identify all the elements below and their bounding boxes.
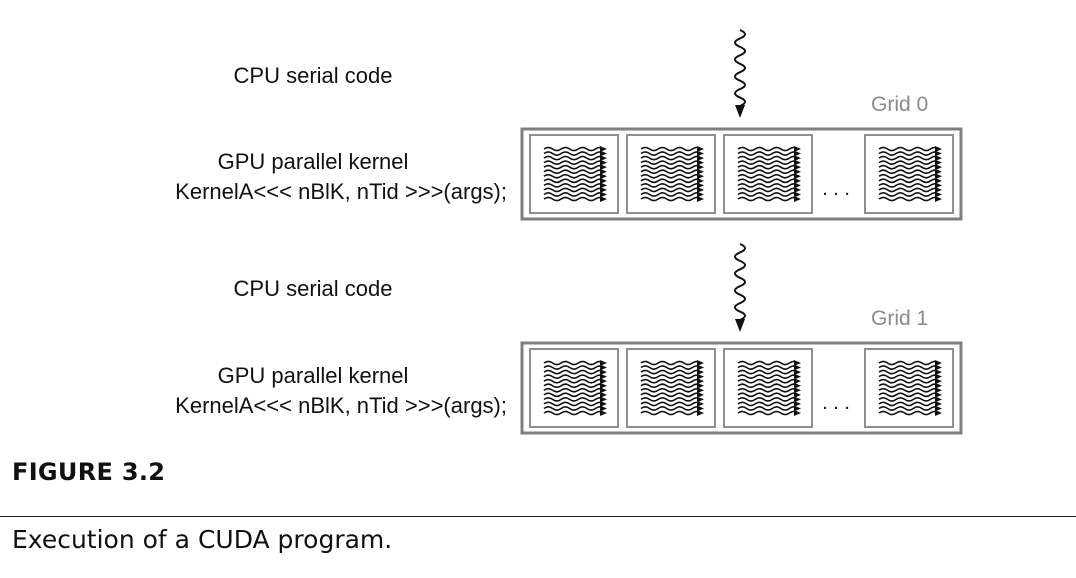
grid-0-block-last <box>864 134 954 214</box>
grid-0-block-0 <box>529 134 619 214</box>
grid-1-block-2 <box>723 348 813 428</box>
grid-1-frame <box>520 341 963 435</box>
caption-rule <box>0 516 1076 517</box>
kernel-call-label-1: KernelA<<< nBlK, nTid >>>(args); <box>175 393 507 418</box>
gpu-parallel-kernel-label-1: GPU parallel kernel <box>217 363 409 388</box>
gpu-parallel-kernel-label-0: GPU parallel kernel <box>217 149 409 174</box>
execution-arrow-0 <box>734 29 746 118</box>
figure-number: FIGURE 3.2 <box>12 458 166 486</box>
cpu-serial-code-label-1: CPU serial code <box>233 276 393 301</box>
figure-caption: Execution of a CUDA program. <box>12 525 393 554</box>
execution-arrow-1 <box>734 243 746 332</box>
cpu-serial-code-label-0: CPU serial code <box>233 63 393 88</box>
grid-label-0: Grid 0 <box>871 93 929 116</box>
grid-0-block-1 <box>626 134 716 214</box>
grid-0-frame <box>520 127 963 221</box>
grid-1-block-0 <box>529 348 619 428</box>
grid-0-ellipsis: . . . <box>822 178 850 200</box>
grid-1-block-last <box>864 348 954 428</box>
grid-label-1: Grid 1 <box>871 307 929 330</box>
grid-1-block-1 <box>626 348 716 428</box>
kernel-call-label-0: KernelA<<< nBlK, nTid >>>(args); <box>175 179 507 204</box>
grid-1-ellipsis: . . . <box>822 392 850 414</box>
grid-0-block-2 <box>723 134 813 214</box>
